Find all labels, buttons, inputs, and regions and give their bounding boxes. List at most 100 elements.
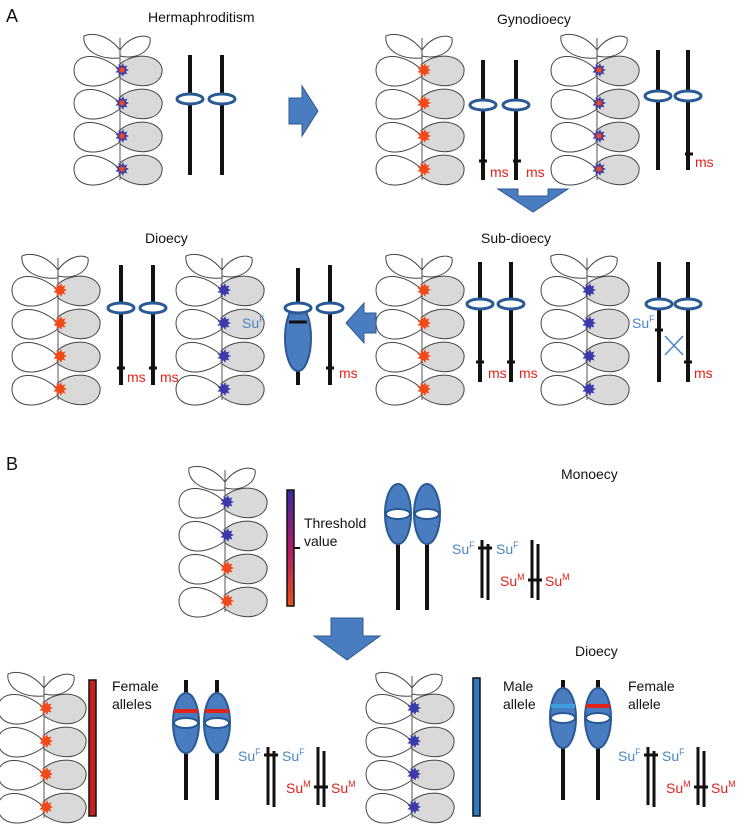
chromosome (465, 262, 495, 382)
chromosome (673, 262, 703, 382)
ms-label: ms (519, 365, 538, 381)
male-allele-label: Male (503, 678, 534, 694)
cross-icon (664, 335, 684, 356)
female-alleles-label: Female (112, 678, 159, 694)
suf-label: SuF (282, 747, 305, 764)
suf-label: SuF (662, 747, 685, 764)
flower-icon (53, 349, 67, 363)
ms-label: ms (488, 365, 507, 381)
flower-icon (417, 129, 431, 143)
sum-label: SuM (286, 779, 311, 796)
chromosome (175, 55, 205, 175)
female-allele-label: allele (628, 696, 661, 712)
flower-icon (595, 99, 603, 107)
threshold-gradient-bar (286, 489, 295, 607)
suf-label: SuF (496, 540, 519, 557)
flower-icon (39, 734, 53, 748)
female-alleles-bar (88, 679, 97, 817)
arrow-left-icon (345, 301, 377, 345)
chromosome-large (203, 680, 231, 800)
sum-label: SuM (500, 572, 525, 589)
male-allele-label: allele (503, 696, 536, 712)
flower-icon (39, 800, 53, 814)
flower-icon (582, 283, 596, 297)
flower-icon (39, 701, 53, 715)
sum-label: SuM (711, 779, 736, 796)
flower-icon (595, 165, 603, 173)
flower-icon (417, 316, 431, 330)
flower-icon (595, 66, 603, 74)
flower-icon (53, 283, 67, 297)
female-allele-label: Female (628, 678, 675, 694)
title-dioecy-a: Dioecy (145, 230, 188, 246)
chromosome-large (584, 680, 612, 800)
sum-label: SuM (545, 572, 570, 589)
plant-illustration (375, 33, 465, 186)
flower-icon (220, 495, 234, 509)
plant-illustration (178, 465, 268, 618)
chromosome (643, 50, 673, 170)
arrow-down-b-icon (312, 617, 382, 661)
flower-icon (118, 165, 126, 173)
chromosome-large (549, 680, 577, 800)
panel-a-letter: A (6, 6, 18, 26)
flower-icon (407, 734, 421, 748)
flower-icon (407, 800, 421, 814)
chromosome (106, 265, 136, 385)
suf-label: SuF (632, 314, 655, 331)
female-alleles-label: alleles (112, 696, 152, 712)
plant-illustration (540, 253, 630, 406)
flower-icon (217, 316, 231, 330)
flower-icon (582, 316, 596, 330)
plant-illustration (175, 253, 265, 406)
ms-label: ms (526, 164, 545, 180)
flower-icon (220, 561, 234, 575)
ms-label: ms (490, 164, 509, 180)
plant-illustration (375, 253, 465, 406)
chromosome (207, 55, 237, 175)
ms-label: ms (339, 365, 358, 381)
flower-icon (407, 701, 421, 715)
flower-icon (417, 283, 431, 297)
flower-icon (417, 63, 431, 77)
flower-icon (217, 382, 231, 396)
flower-icon (595, 132, 603, 140)
chromosome-large (413, 483, 441, 610)
sum-label: SuM (666, 779, 691, 796)
flower-icon (217, 283, 231, 297)
flower-icon (220, 528, 234, 542)
ms-label: ms (160, 369, 179, 385)
flower-icon (217, 349, 231, 363)
arrow-right-icon (288, 84, 319, 138)
arrow-down-icon (496, 188, 570, 213)
plant-illustration (0, 671, 87, 824)
chromosome (496, 262, 526, 382)
flower-icon (39, 767, 53, 781)
title-gynodioecy: Gynodioecy (497, 11, 571, 27)
suf-label: SuF (242, 314, 265, 331)
flower-icon (417, 162, 431, 176)
flower-icon (118, 99, 126, 107)
ms-label: ms (695, 154, 714, 170)
chromosome (138, 265, 168, 385)
title-sub-dioecy: Sub-dioecy (481, 230, 551, 246)
chromosome-large (384, 483, 412, 610)
sum-label: SuM (331, 779, 356, 796)
plant-illustration (11, 253, 101, 406)
ms-label: ms (127, 369, 146, 385)
flower-icon (53, 316, 67, 330)
plants-layer (0, 33, 640, 824)
flower-icon (118, 66, 126, 74)
chromosome (673, 50, 703, 170)
panel-b-letter: B (6, 454, 18, 474)
male-allele-bar (472, 677, 481, 817)
title-monoecy: Monoecy (561, 466, 618, 482)
ms-labels: ms ms ms ms ms ms ms ms ms (127, 154, 714, 385)
threshold-label: value (304, 533, 338, 549)
